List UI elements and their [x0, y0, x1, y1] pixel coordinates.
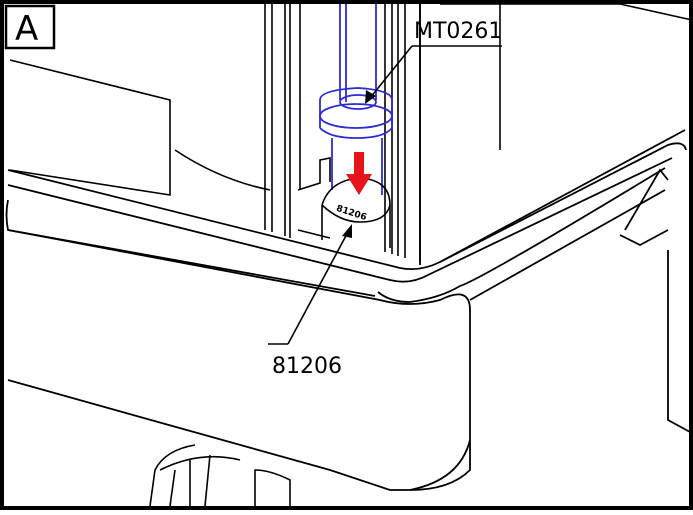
callout-81206: 81206 [272, 354, 342, 379]
callout-mt0261-leader [369, 45, 413, 99]
callout-81206-arrowhead [342, 224, 352, 238]
shaft-part-mt0261 [319, 4, 393, 195]
panel-label-box [4, 4, 56, 50]
panel-label: A [15, 9, 38, 49]
bottom-fitting [149, 444, 291, 507]
callout-mt0261: MT0261 [414, 19, 502, 44]
callout-81206-leader [287, 231, 349, 345]
callout-mt0261-arrowhead [365, 90, 376, 104]
insert-direction-arrow [346, 152, 372, 195]
tray-body [5, 4, 691, 491]
rear-housing [9, 3, 693, 196]
